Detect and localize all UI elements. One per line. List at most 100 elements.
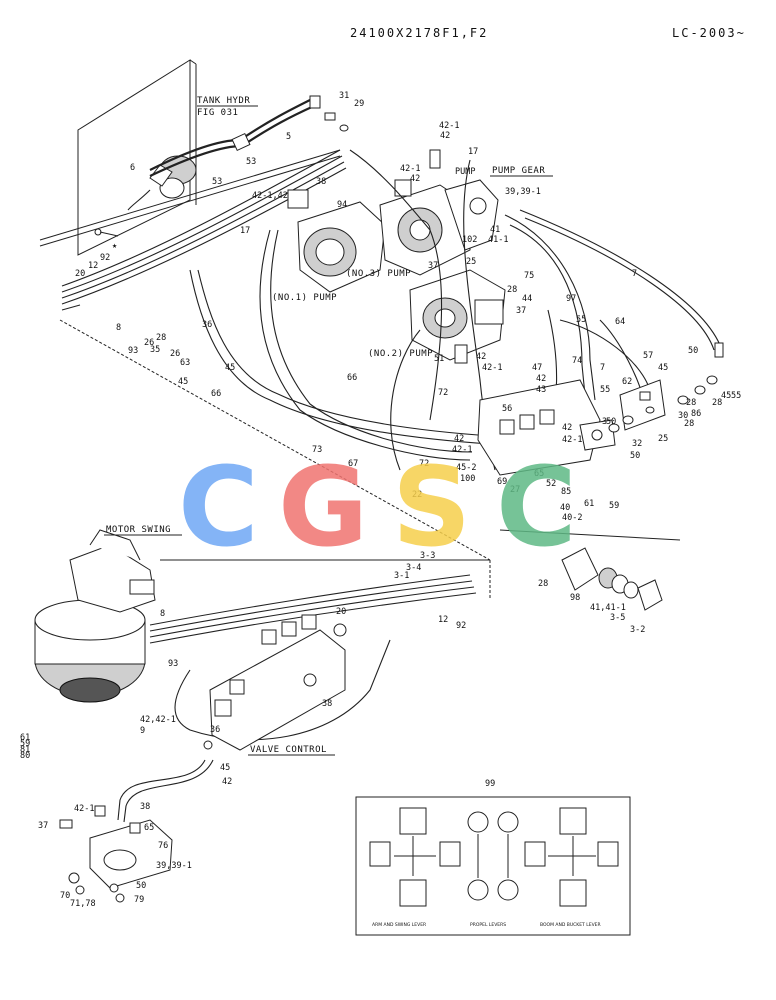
decal-label-propel: PROPEL LEVERS — [470, 922, 506, 928]
callout-label: 28 — [507, 285, 517, 295]
callout-label: 40 — [560, 503, 570, 513]
caption-no3-pump: (NO.3) PUMP — [346, 269, 411, 279]
callout-label: 3-5 — [610, 613, 625, 623]
pump-no2 — [409, 269, 506, 364]
decal-middle-group — [467, 811, 519, 901]
lever-decal — [355, 796, 631, 936]
callout-label: 42 — [536, 374, 546, 384]
callout-label: 42,42-1 — [140, 715, 176, 725]
callout-label: 28 — [684, 419, 694, 429]
callout-label: 55 — [576, 315, 586, 325]
caption-valve-control: VALVE CONTROL — [250, 745, 327, 755]
callout-label: 53 — [212, 177, 222, 187]
callout-label: 41-1 — [488, 235, 508, 245]
callout-label: 50 — [136, 881, 146, 891]
callout-label: 80 — [20, 751, 30, 761]
callout-label: 42-1 — [400, 164, 420, 174]
callout-label: 42-1 — [562, 435, 582, 445]
model-range: LC-2003~ — [672, 26, 746, 40]
callout-label: 31 — [339, 91, 349, 101]
callout-label: 41 — [490, 225, 500, 235]
callout-label: 45 — [178, 377, 188, 387]
callout-label: 93 — [128, 346, 138, 356]
callout-label: 66 — [347, 373, 357, 383]
callout-label: 8 — [160, 609, 165, 619]
callout-label: 42-1 — [482, 363, 502, 373]
callout-label: 79 — [134, 895, 144, 905]
callout-label: 75 — [524, 271, 534, 281]
callout-label: PUMP — [455, 167, 475, 177]
callout-label: 69 — [497, 477, 507, 487]
callout-label: 73 — [312, 445, 322, 455]
callout-label: 45 — [721, 391, 731, 401]
watermark-letter-s: S — [392, 443, 471, 571]
callout-label: 29 — [354, 99, 364, 109]
callout-label: 44 — [522, 294, 532, 304]
callout-label: 20 — [75, 269, 85, 279]
swivel-detail — [499, 529, 681, 611]
callout-label: 64 — [615, 317, 625, 327]
decal-left-group — [369, 807, 461, 907]
callout-label: 3-1 — [394, 571, 409, 581]
callout-label: 42-1 — [439, 121, 459, 131]
caption-no2-pump: (NO.2) PUMP — [368, 349, 433, 359]
callout-label: 25 — [658, 434, 668, 444]
callout-label: 74 — [572, 356, 582, 366]
callout-label: 17 — [468, 147, 478, 157]
callout-label: 65 — [534, 469, 544, 479]
callout-label: 61 — [20, 733, 30, 743]
hose-bundle-lower — [149, 559, 490, 741]
control-valve-upper — [477, 379, 616, 476]
callout-label: 38 — [316, 177, 326, 187]
callout-label: 27 — [510, 485, 520, 495]
callout-label: 85 — [561, 487, 571, 497]
callout-label: 28 — [686, 398, 696, 408]
callout-label: 55 — [731, 391, 741, 401]
svg-text:★: ★ — [112, 241, 117, 251]
callout-label: 76 — [158, 841, 168, 851]
watermark-letter-c1: C — [178, 443, 259, 571]
callout-label: 8 — [116, 323, 121, 333]
callout-label: 81 — [20, 745, 30, 755]
callout-label: 7 — [632, 269, 637, 279]
callout-label: 20 — [336, 607, 346, 617]
callout-label: 3-3 — [420, 551, 435, 561]
caption-fig: FIG 031 — [197, 108, 238, 118]
callout-label: 39,39-1 — [156, 861, 192, 871]
callout-label: 39,39-1 — [505, 187, 541, 197]
decal-right-group — [524, 807, 619, 907]
callout-label: 51 — [434, 354, 444, 364]
callout-label: 36 — [202, 320, 212, 330]
callout-label: 37 — [516, 306, 526, 316]
callout-label: 42 — [562, 423, 572, 433]
caption-no1-pump: (NO.1) PUMP — [272, 293, 337, 303]
callout-label: 62 — [622, 377, 632, 387]
callout-label: 45 — [225, 363, 235, 373]
callout-label: 26 — [144, 338, 154, 348]
callout-label: 67 — [348, 459, 358, 469]
callout-label: 42 — [410, 174, 420, 184]
callout-label: 56 — [502, 404, 512, 414]
motor-swing — [34, 529, 156, 703]
callout-label: 9 — [140, 726, 145, 736]
callout-label: 7 — [600, 363, 605, 373]
watermark-letter-c2: C — [496, 443, 577, 571]
callout-label: 42-1,42 — [252, 191, 288, 201]
callout-label: 72 — [419, 459, 429, 469]
callout-label: 45-2 — [456, 463, 476, 473]
callout-label: 41,41-1 — [590, 603, 626, 613]
callout-label: 38 — [140, 802, 150, 812]
callout-label: 55 — [600, 385, 610, 395]
callout-label: 59 — [20, 739, 30, 749]
callout-label: 100 — [460, 474, 475, 484]
callout-label: 47 — [532, 363, 542, 373]
callout-label: 5 — [286, 132, 291, 142]
caption-motor-swing: MOTOR SWING — [106, 525, 171, 535]
hose-bundle-left — [39, 149, 347, 311]
drawing-number: 24100X2178F1,F2 — [350, 26, 489, 40]
callout-label: 17 — [240, 226, 250, 236]
pilot-valve-group — [59, 805, 173, 903]
decal-ref: 99 — [485, 779, 495, 789]
callout-label: 3-2 — [630, 625, 645, 635]
